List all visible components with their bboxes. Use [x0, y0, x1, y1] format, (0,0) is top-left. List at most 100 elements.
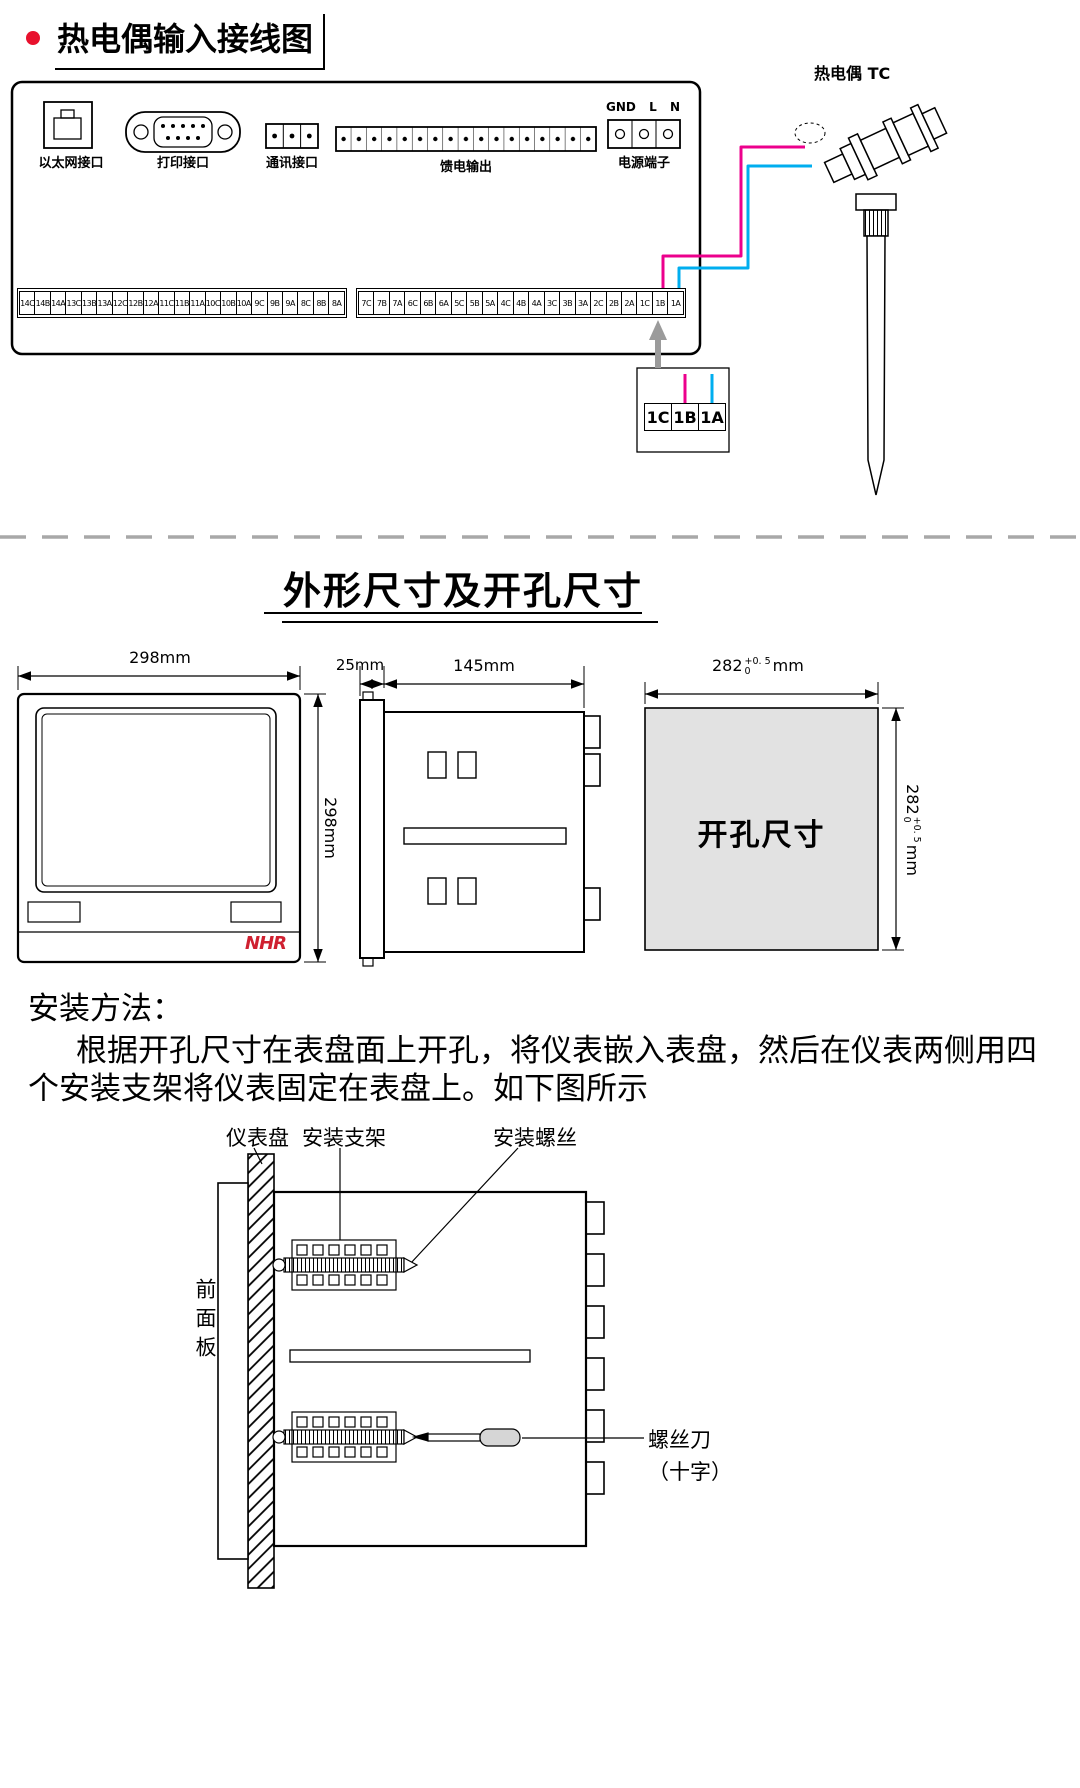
brand-logo: NHR — [245, 933, 287, 954]
terminal-cell: 6B — [420, 291, 437, 315]
mounting-bracket-bottom — [272, 1411, 419, 1463]
side-dimension-lines — [359, 666, 585, 708]
terminal-bumps — [585, 1201, 605, 1495]
install-line2: 个安装支架将仪表固定在表盘上。如下图所示 — [28, 1071, 648, 1107]
thermocouple-illustration — [794, 103, 948, 496]
terminal-cell: 12B — [128, 291, 144, 315]
screwdriver-cross-label: （十字） — [648, 1460, 732, 1484]
side-view — [359, 691, 601, 967]
dimensions-title: 外形尺寸及开孔尺寸 — [283, 569, 644, 613]
screw-label: 安装螺丝 — [493, 1126, 577, 1150]
cutout-tol-plus: +0. 5 — [911, 816, 922, 843]
terminal-cell: 5B — [467, 291, 483, 315]
terminal-cell: 5A — [482, 291, 499, 315]
leader-lines — [253, 1147, 644, 1439]
comm-port-label: 通讯接口 — [265, 156, 318, 171]
cutout-height-unit: mm — [903, 844, 922, 876]
terminal-cell: 3A — [575, 291, 592, 315]
front-panel-label: 前面板 — [193, 1278, 217, 1365]
body-depth-dim: 145mm — [453, 656, 515, 675]
terminal-cell: 1C — [637, 291, 653, 315]
terminal-cell: 3B — [560, 291, 576, 315]
cutout-width-value: 282 — [712, 656, 743, 675]
printer-port-icon — [125, 111, 241, 153]
flange-depth-dim: 25mm — [335, 656, 385, 674]
terminal-cell: 14C — [19, 291, 36, 315]
cutout-height-value: 282 — [903, 784, 922, 815]
terminal-zoom-cell: 1C — [644, 403, 672, 431]
ethernet-port-label: 以太网接口 — [38, 156, 104, 171]
thermocouple-label: 热电偶 TC — [814, 64, 891, 83]
cutout-tol-zero: 0 — [901, 816, 913, 823]
wiring-title: 热电偶输入接线图 — [55, 14, 326, 70]
terminal-cell: 1A — [668, 291, 684, 315]
front-panel-bezel — [217, 1182, 249, 1560]
screwdriver-icon — [411, 1428, 521, 1447]
terminal-zoom-cell: 1A — [699, 403, 726, 431]
terminal-cell: 10B — [221, 291, 237, 315]
cutout-width-unit: mm — [772, 656, 804, 675]
wire-magenta — [661, 145, 805, 291]
wire-cyan — [677, 164, 812, 291]
front-view — [16, 692, 302, 964]
feed-output-terminal-icon — [335, 126, 597, 152]
install-heading: 安装方法： — [28, 991, 183, 1027]
screwdriver-label: 螺丝刀 — [648, 1428, 711, 1452]
power-port-label: 电源端子 — [617, 156, 670, 171]
terminal-cell: 6A — [436, 291, 452, 315]
terminal-cell: 2C — [591, 291, 607, 315]
terminal-cell: 10A — [236, 291, 253, 315]
section-bullet-icon — [26, 31, 40, 45]
printer-port-label: 打印接口 — [156, 156, 209, 171]
terminal-cell: 8A — [329, 291, 345, 315]
bracket-label: 安装支架 — [302, 1126, 386, 1150]
terminal-cell: 3C — [544, 291, 561, 315]
terminal-cell: 13C — [66, 291, 82, 315]
terminal-cell: 2A — [621, 291, 638, 315]
cutout-tol-plus: +0. 5 — [744, 656, 771, 667]
mounting-bracket-top — [272, 1239, 419, 1291]
terminal-cell: 11C — [159, 291, 175, 315]
power-pin-label: N — [669, 100, 680, 114]
comm-port-icon — [265, 123, 319, 149]
front-width-dim: 298mm — [129, 648, 191, 667]
terminal-cell: 12A — [143, 291, 160, 315]
body-slot — [289, 1349, 531, 1363]
terminal-cell: 1B — [652, 291, 669, 315]
panel-wall — [247, 1153, 275, 1589]
front-dimension-lines — [17, 666, 326, 963]
rear-panel-diagram — [10, 80, 730, 453]
terminal-cell: 9C — [252, 291, 268, 315]
terminal-cell: 7B — [374, 291, 390, 315]
terminal-cell: 4C — [498, 291, 514, 315]
ethernet-port-icon — [43, 101, 93, 149]
terminal-cell: 7C — [358, 291, 375, 315]
terminal-cell: 4A — [529, 291, 545, 315]
terminal-cell: 7A — [389, 291, 406, 315]
terminal-cell: 13B — [81, 291, 98, 315]
terminal-cell: 2B — [606, 291, 622, 315]
dimension-drawings — [16, 612, 904, 967]
terminal-cell: 14B — [35, 291, 51, 315]
cutout-tol-zero: 0 — [744, 665, 751, 677]
dashboard-label: 仪表盘 — [226, 1126, 289, 1150]
power-pin-label: GND — [606, 100, 636, 114]
installation-diagram — [217, 1147, 644, 1589]
install-line1: 根据开孔尺寸在表盘面上开孔，将仪表嵌入表盘，然后在仪表两侧用四 — [76, 1033, 1037, 1069]
feed-output-label: 馈电输出 — [439, 160, 492, 175]
terminal-cell: 9A — [282, 291, 299, 315]
cutout-label: 开孔尺寸 — [697, 818, 826, 853]
terminal-cell: 12C — [112, 291, 129, 315]
terminal-cell: 14A — [50, 291, 67, 315]
cutout-dimension-lines — [644, 682, 904, 951]
terminal-cell: 8C — [298, 291, 314, 315]
zoom-arrow-icon — [649, 320, 667, 368]
terminal-cell: 10C — [205, 291, 222, 315]
